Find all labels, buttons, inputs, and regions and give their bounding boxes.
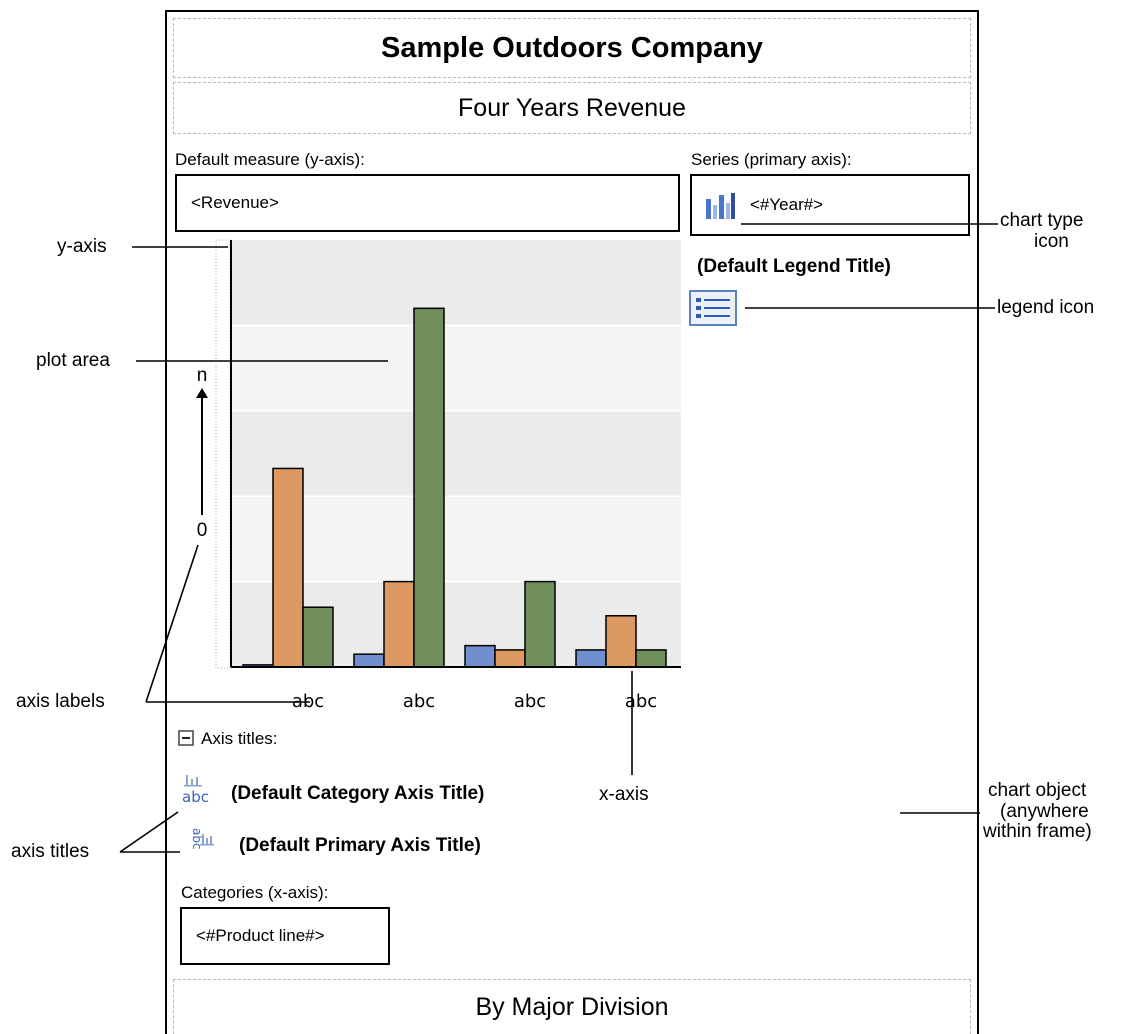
category-axis-title[interactable]: (Default Category Axis Title) (231, 783, 485, 804)
measure-drop-zone[interactable]: <Revenue> (175, 174, 680, 232)
primary-axis-title-icon: abc (190, 828, 214, 850)
report-frame[interactable] (165, 10, 979, 1034)
svg-text:abc: abc (190, 828, 204, 850)
categories-label: Categories (x-axis): (181, 883, 329, 902)
legend-icon-callout: legend icon (997, 297, 1095, 318)
plot-band (231, 325, 681, 411)
primary-axis-title[interactable]: (Default Primary Axis Title) (239, 835, 481, 856)
bar-series-3-cat-4[interactable] (635, 649, 667, 668)
chart-type-icon-callout-line2: icon (1034, 231, 1069, 252)
chart-object-callout-line2: (anywhere (1000, 801, 1089, 822)
measure-label: Default measure (y-axis): (175, 150, 365, 169)
bar-series-2-cat-1[interactable] (272, 467, 304, 668)
series-drop-zone[interactable]: <#Year#> (690, 174, 970, 236)
bar-series-3-cat-3[interactable] (524, 580, 556, 668)
bar-series-3-cat-1[interactable] (302, 606, 334, 668)
x-tick-label: abc (625, 691, 657, 712)
x-tick-label: abc (514, 691, 546, 712)
category-axis-title-icon: abc (182, 775, 209, 806)
bar-series-1-cat-4[interactable] (575, 649, 607, 668)
x-tick-label: abc (292, 691, 324, 712)
chart[interactable]: n 0 abc abc abc abc (0, 0, 1131, 720)
chart-object-callout: chart object (988, 780, 1087, 801)
y-min-label: 0 (197, 520, 208, 541)
y-axis-strip (215, 239, 231, 669)
legend-icon[interactable] (689, 290, 737, 326)
footer-box[interactable]: By Major Division (173, 979, 971, 1034)
svg-text:abc: abc (182, 788, 209, 806)
axis-titles-label: Axis titles: (201, 729, 278, 748)
chart-object-callout-line3: within frame) (983, 821, 1092, 842)
x-tick-label: abc (403, 691, 435, 712)
report-title-box[interactable]: Sample Outdoors Company (173, 18, 971, 78)
plot-band (231, 496, 681, 582)
measure-value: <Revenue> (191, 193, 279, 212)
y-max-label: n (197, 365, 208, 386)
series-value: <#Year#> (750, 195, 824, 214)
bar-series-1-cat-3[interactable] (464, 644, 496, 668)
axis-labels-callout: axis labels (16, 691, 105, 712)
chart-title-box[interactable]: Four Years Revenue (173, 82, 971, 134)
footer-title: By Major Division (475, 992, 669, 1021)
bar-series-2-cat-4[interactable] (605, 615, 637, 668)
legend-title[interactable]: (Default Legend Title) (697, 256, 891, 277)
collapse-toggle-icon[interactable] (178, 730, 194, 746)
categories-value: <#Product line#> (196, 926, 325, 945)
plot-band (231, 240, 681, 326)
chart-title: Four Years Revenue (458, 93, 686, 122)
x-axis-callout: x-axis (599, 784, 649, 805)
series-label: Series (primary axis): (691, 150, 852, 169)
chart-type-icon-callout: chart type (1000, 210, 1084, 231)
categories-drop-zone[interactable]: <#Product line#> (180, 907, 390, 965)
y-axis-callout: y-axis (57, 236, 107, 257)
bar-series-1-cat-2[interactable] (353, 653, 385, 668)
bar-series-3-cat-2[interactable] (413, 307, 445, 668)
axis-titles-callout: axis titles (11, 841, 90, 862)
bar-series-2-cat-3[interactable] (494, 649, 526, 668)
bar-series-2-cat-2[interactable] (383, 580, 415, 668)
plot-band (231, 410, 681, 497)
report-title: Sample Outdoors Company (381, 31, 763, 64)
y-range-arrowhead (196, 388, 208, 398)
plot-area-callout: plot area (36, 350, 110, 371)
bar-chart-type-icon[interactable] (704, 189, 736, 221)
